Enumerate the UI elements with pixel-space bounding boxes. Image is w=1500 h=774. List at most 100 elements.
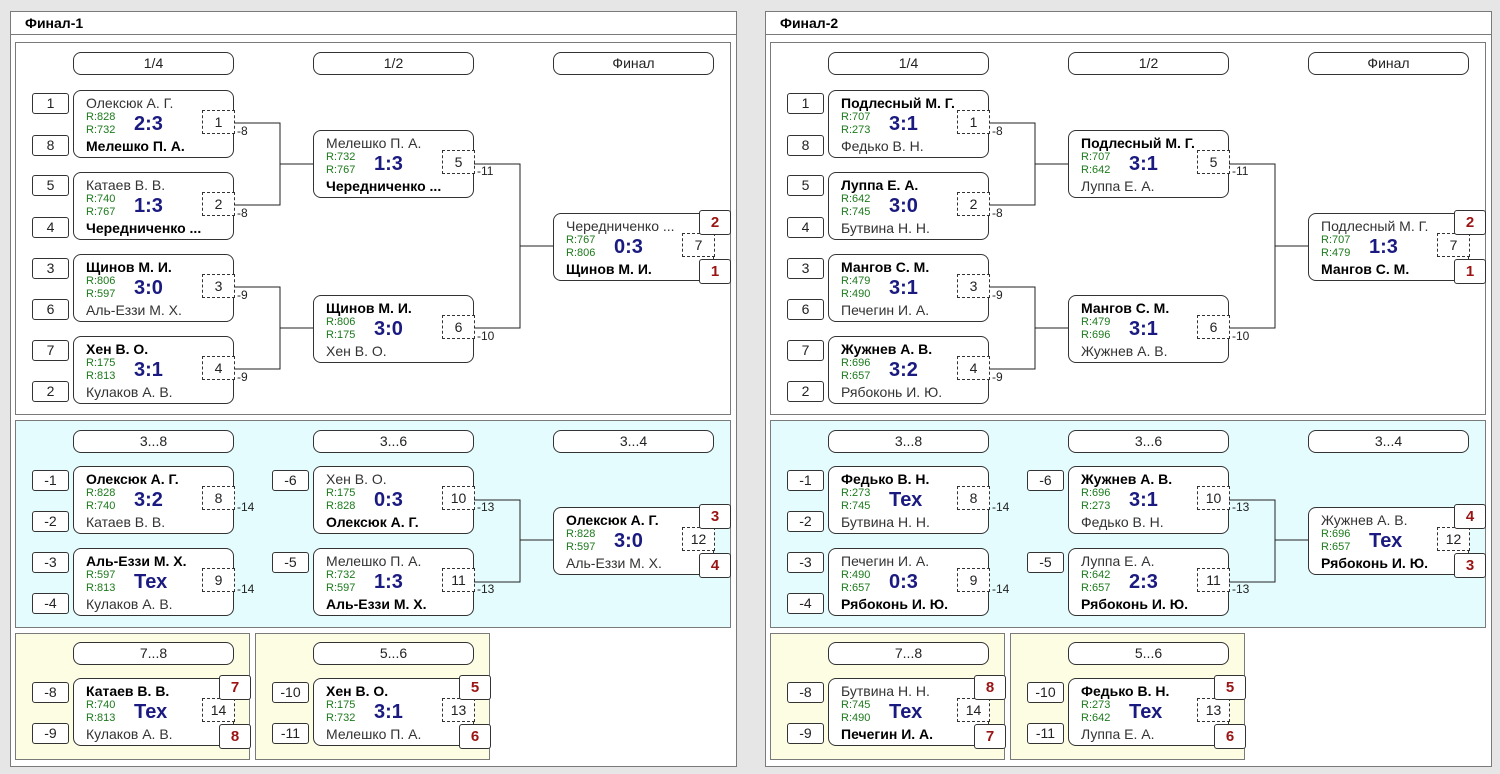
player-top-rating: R:273 [1081, 699, 1111, 711]
place-badge-top: 2 [1454, 210, 1486, 235]
loser-destination-label: -9 [992, 288, 1003, 302]
place-badge-bottom: 6 [1214, 724, 1246, 749]
loser-destination-label: -8 [992, 206, 1003, 220]
seed-box: -4 [32, 593, 69, 614]
player-bottom-rating: R:745 [841, 500, 871, 512]
loser-destination-label: -11 [477, 164, 494, 178]
player-top-rating: R:642 [1081, 569, 1111, 581]
player-top-name: Щинов М. И. [86, 259, 172, 275]
match-score: 1:3 [374, 153, 403, 175]
player-top-rating: R:828 [566, 528, 596, 540]
match-score: 3:2 [134, 489, 163, 511]
player-top-name: Подлесный М. Г. [841, 95, 955, 111]
round-header: 1/2 [313, 52, 474, 75]
player-bottom-name: Чередниченко ... [86, 220, 202, 236]
place-badge-bottom: 4 [699, 553, 731, 578]
player-top-name: Печегин И. А. [841, 553, 930, 569]
player-top-rating: R:828 [86, 111, 116, 123]
player-bottom-name: Луппа Е. А. [1081, 178, 1155, 194]
final-panel-title: Финал-1 [10, 11, 737, 35]
round-header: 1/4 [828, 52, 989, 75]
player-top-rating: R:740 [86, 193, 116, 205]
seed-box: 4 [787, 217, 824, 238]
seed-box: -6 [272, 470, 309, 491]
seed-box: -3 [787, 552, 824, 573]
match-number: 14 [957, 698, 990, 722]
player-top-name: Катаев В. В. [86, 177, 166, 193]
player-top-name: Чередниченко ... [566, 218, 675, 234]
seed-box: 7 [32, 340, 69, 361]
match-score: 0:3 [889, 571, 918, 593]
player-top-name: Жужнев А. В. [1081, 471, 1173, 487]
match-score: Тех [889, 701, 923, 723]
loser-destination-label: -9 [237, 370, 248, 384]
player-top-name: Олексюк А. Г. [566, 512, 659, 528]
player-top-name: Олексюк А. Г. [86, 471, 179, 487]
player-top-name: Хен В. О. [326, 683, 389, 699]
loser-destination-label: -14 [992, 500, 1010, 514]
round-header: 5...6 [313, 642, 474, 665]
match-number: 9 [957, 568, 990, 592]
match-score: 1:3 [1369, 236, 1398, 258]
seed-box: 8 [787, 135, 824, 156]
place-badge-bottom: 1 [699, 259, 731, 284]
seed-box: 6 [787, 299, 824, 320]
seed-box: 7 [787, 340, 824, 361]
player-bottom-rating: R:597 [566, 541, 596, 553]
player-top-rating: R:707 [1321, 234, 1351, 246]
loser-destination-label: -8 [992, 124, 1003, 138]
player-bottom-name: Катаев В. В. [86, 514, 166, 530]
match-score: 3:0 [614, 530, 643, 552]
round-header: 3...6 [313, 430, 474, 453]
place-badge-top: 5 [1214, 675, 1246, 700]
player-bottom-rating: R:490 [841, 288, 871, 300]
match-number: 9 [202, 568, 235, 592]
player-top-rating: R:175 [326, 699, 356, 711]
player-bottom-name: Рябоконь И. Ю. [1081, 596, 1189, 612]
loser-destination-label: -8 [237, 206, 248, 220]
seed-box: -8 [787, 682, 824, 703]
match-score: 3:1 [374, 701, 403, 723]
seed-box: 3 [32, 258, 69, 279]
match-number: 4 [957, 356, 990, 380]
player-top-name: Мангов С. М. [841, 259, 930, 275]
player-bottom-name: Мангов С. М. [1321, 261, 1410, 277]
player-bottom-name: Хен В. О. [326, 343, 387, 359]
player-top-name: Мелешко П. А. [326, 553, 422, 569]
player-bottom-rating: R:813 [86, 370, 116, 382]
seed-box: -9 [787, 723, 824, 744]
player-bottom-name: Мелешко П. А. [326, 726, 422, 742]
player-top-name: Хен В. О. [326, 471, 387, 487]
place-badge-top: 3 [699, 504, 731, 529]
player-top-name: Катаев В. В. [86, 683, 170, 699]
player-bottom-name: Бутвина Н. Н. [841, 220, 930, 236]
place-badge-top: 8 [974, 675, 1006, 700]
player-bottom-name: Аль-Еззи М. Х. [86, 302, 182, 318]
player-top-rating: R:490 [841, 569, 871, 581]
match-number: 7 [1437, 233, 1470, 257]
place-badge-bottom: 8 [219, 724, 251, 749]
match-score: 3:0 [374, 318, 403, 340]
player-bottom-rating: R:490 [841, 712, 871, 724]
player-bottom-name: Рябоконь И. Ю. [1321, 555, 1429, 571]
player-bottom-rating: R:597 [86, 288, 116, 300]
seed-box: 8 [32, 135, 69, 156]
player-bottom-rating: R:767 [326, 164, 356, 176]
player-top-name: Жужнев А. В. [1321, 512, 1408, 528]
loser-destination-label: -13 [1232, 582, 1250, 596]
match-number: 5 [442, 150, 475, 174]
loser-destination-label: -13 [1232, 500, 1250, 514]
match-number: 13 [442, 698, 475, 722]
